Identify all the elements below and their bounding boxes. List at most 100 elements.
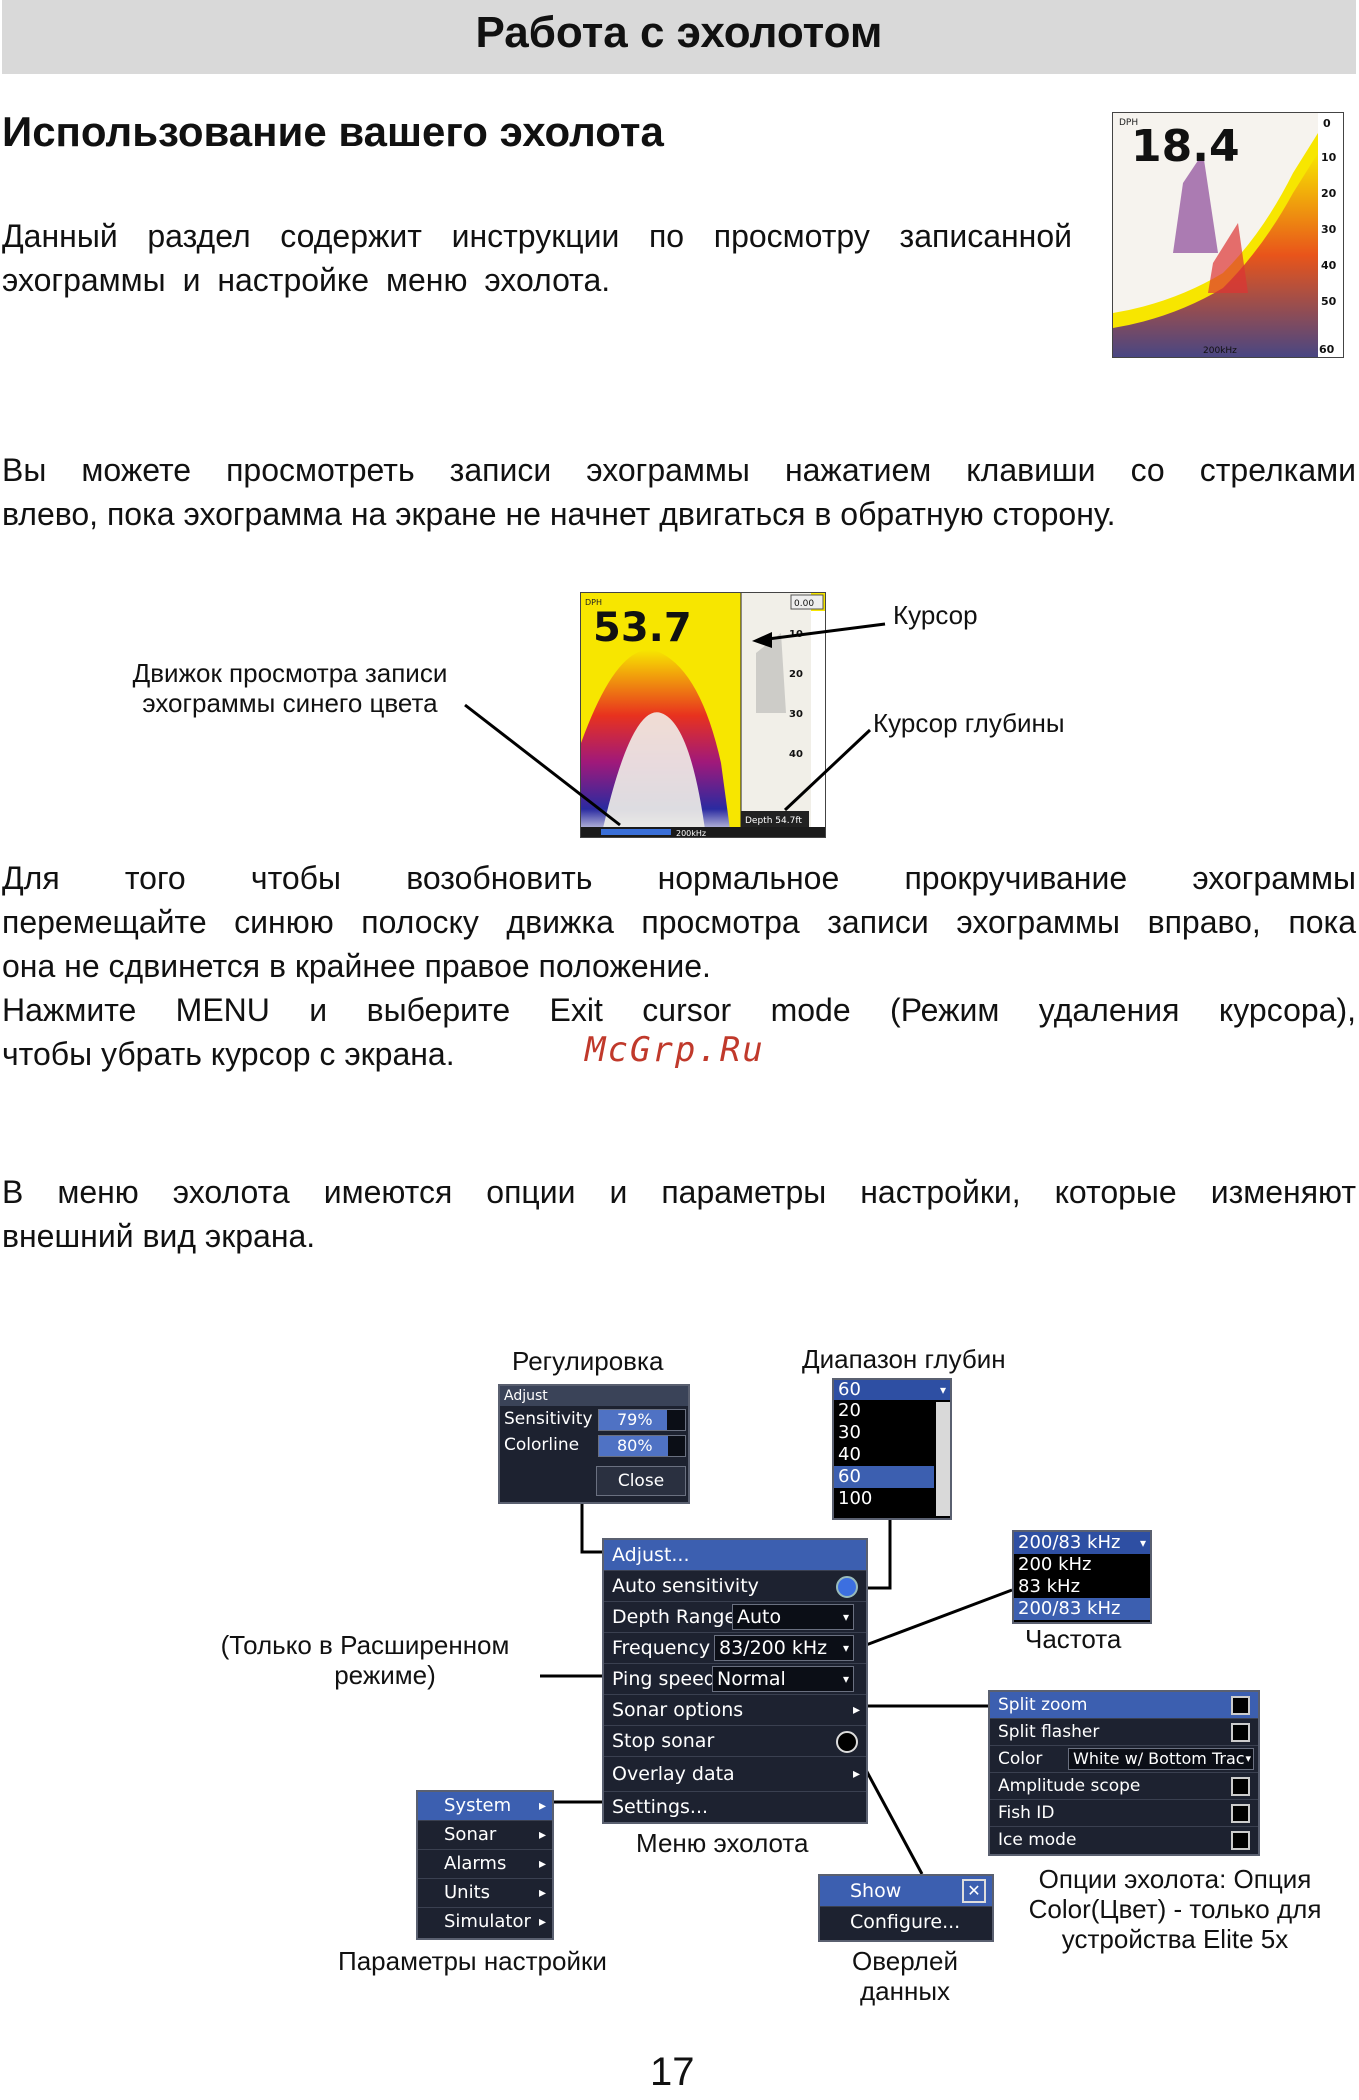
scrollbar[interactable] (936, 1402, 950, 1516)
chevron-right-icon: ▸ (852, 1702, 860, 1718)
frequency-option-highlighted[interactable]: 200/83 kHz (1014, 1598, 1150, 1620)
callout-cursor: Курсор (893, 600, 978, 630)
sonar-screen-history: 53.7 DPH 0.00 10 20 30 40 Depth 54.7ft 2… (580, 592, 826, 838)
menu-item-overlay-data[interactable]: Overlay data▸ (604, 1757, 866, 1792)
depth-option[interactable]: 40 (838, 1444, 861, 1465)
caption-adjust: Регулировка (512, 1346, 664, 1376)
toggle-off-icon[interactable] (836, 1731, 858, 1753)
depth-option[interactable]: 30 (838, 1422, 861, 1443)
text-line: Вы можете просмотреть записи эхограммы н… (2, 452, 1356, 488)
sensitivity-slider[interactable]: 79% (598, 1409, 686, 1431)
text-line: чтобы убрать курсор с экрана. (2, 1036, 455, 1072)
checkbox[interactable] (1231, 1723, 1250, 1742)
caption-line: (Только в Расширенном (220, 1630, 510, 1660)
settings-item-label: System (444, 1795, 512, 1816)
chevron-down-icon: ▾ (842, 1672, 849, 1686)
option-amplitude-scope[interactable]: Amplitude scope (990, 1773, 1258, 1800)
sensitivity-row[interactable]: Sensitivity 79% (500, 1406, 688, 1432)
callout-depth-cursor: Курсор глубины (873, 708, 1065, 738)
checkbox[interactable] (1231, 1831, 1250, 1850)
frequency-selected[interactable]: 200/83 kHz▾ (1014, 1532, 1150, 1554)
menu-item-auto-sensitivity[interactable]: Auto sensitivity (604, 1571, 866, 1602)
close-button[interactable]: Close (596, 1466, 686, 1496)
toggle-on-icon[interactable] (836, 1576, 858, 1598)
chevron-right-icon: ▸ (538, 1827, 546, 1843)
menu-item-label: Sonar options (612, 1699, 744, 1721)
depth-option[interactable]: 100 (838, 1488, 873, 1509)
depth-option[interactable]: 20 (838, 1400, 861, 1421)
settings-menu: System ▸ Sonar▸ Alarms ▸ Units▸ Simulator▸ (416, 1790, 554, 1940)
chevron-down-icon: ▾ (1245, 1752, 1251, 1765)
checkbox[interactable] (1231, 1804, 1250, 1823)
field-value: 83/200 kHz (719, 1637, 828, 1659)
history-scroll-bar[interactable] (601, 829, 671, 835)
scale-label: 50 (1321, 295, 1337, 308)
settings-item[interactable]: Simulator▸ (418, 1908, 552, 1936)
paragraph-history: Вы можете просмотреть записи эхограммы н… (2, 448, 1356, 536)
field-value: White w/ Bottom Trac (1073, 1749, 1245, 1768)
sensitivity-label: Sensitivity (504, 1409, 593, 1429)
overlay-show[interactable]: Show✕ (820, 1876, 992, 1907)
option-ice-mode[interactable]: Ice mode (990, 1827, 1258, 1853)
top-value: 0.00 (794, 599, 814, 609)
option-split-flasher[interactable]: Split flasher (990, 1719, 1258, 1746)
page-header: Работа с эхолотом (2, 0, 1356, 74)
option-fish-id[interactable]: Fish ID (990, 1800, 1258, 1827)
menu-item-adjust[interactable]: Adjust... (604, 1540, 866, 1571)
colorline-row[interactable]: Colorline 80% (500, 1432, 688, 1458)
depth-range-dropdown[interactable]: 60▾ 20 30 40 60 100 (832, 1378, 952, 1520)
frequency-label: 200kHz (676, 829, 706, 837)
caption-frequency: Частота (1025, 1624, 1122, 1654)
chevron-right-icon: ▸ (538, 1856, 546, 1872)
menu-item-label: Stop sonar (612, 1730, 715, 1752)
depth-range-field[interactable]: Auto▾ (732, 1604, 854, 1630)
colorline-label: Colorline (504, 1435, 580, 1455)
depth-option-highlighted[interactable]: 60 (834, 1466, 934, 1488)
text-line: внешний вид экрана. (2, 1218, 316, 1254)
text-line: эхограммы и настройке меню эхолота. (2, 262, 611, 298)
frequency-option[interactable]: 200 kHz (1018, 1554, 1092, 1575)
settings-item[interactable]: System ▸ (418, 1792, 552, 1821)
chevron-right-icon: ▸ (538, 1798, 546, 1814)
close-icon[interactable]: ✕ (962, 1879, 986, 1903)
frequency-field[interactable]: 83/200 kHz▾ (714, 1635, 854, 1661)
callout-line: эхограммы синего цвета (142, 688, 438, 718)
color-field[interactable]: White w/ Bottom Trac▾ (1068, 1748, 1254, 1770)
overlay-menu: Show✕ Configure... (818, 1874, 994, 1942)
depth-cursor-readout: Depth 54.7ft (745, 816, 802, 826)
scale-label: 20 (789, 669, 803, 680)
section-title: Использование вашего эхолота (2, 108, 664, 155)
overlay-configure[interactable]: Configure... (820, 1907, 992, 1937)
dph-label: DPH (585, 598, 602, 607)
depth-readout: 53.7 (593, 605, 692, 651)
depth-range-selected[interactable]: 60▾ (834, 1380, 950, 1400)
frequency-option[interactable]: 83 kHz (1018, 1576, 1081, 1597)
checkbox[interactable] (1231, 1696, 1250, 1715)
settings-item[interactable]: Sonar▸ (418, 1821, 552, 1850)
menu-item-settings[interactable]: Settings... (604, 1792, 866, 1822)
text-line: Данный раздел содержит инструкции по про… (2, 218, 1072, 254)
caption-line: Color(Цвет) - только для (1028, 1894, 1322, 1924)
settings-item[interactable]: Alarms ▸ (418, 1850, 552, 1879)
caption-sonar-menu: Меню эхолота (636, 1828, 809, 1858)
menu-item-sonar-options[interactable]: Sonar options ▸ (604, 1695, 866, 1726)
ping-speed-field[interactable]: Normal▾ (712, 1666, 854, 1692)
checkbox[interactable] (1231, 1777, 1250, 1796)
colorline-slider[interactable]: 80% (598, 1435, 686, 1457)
option-split-zoom[interactable]: Split zoom (990, 1692, 1258, 1719)
menu-item-stop-sonar[interactable]: Stop sonar (604, 1726, 866, 1757)
menu-item-label: Ping speed (612, 1668, 716, 1690)
frequency-dropdown[interactable]: 200/83 kHz▾ 200 kHz 83 kHz 200/83 kHz (1012, 1530, 1152, 1624)
settings-item-label: Alarms (444, 1853, 507, 1874)
scale-label: 0 (1323, 117, 1331, 130)
caption-line: Оверлей (852, 1946, 958, 1976)
chevron-down-icon: ▾ (939, 1383, 946, 1397)
caption-line: режиме) (334, 1660, 436, 1690)
settings-item[interactable]: Units▸ (418, 1879, 552, 1908)
scale-label: 10 (789, 629, 803, 640)
